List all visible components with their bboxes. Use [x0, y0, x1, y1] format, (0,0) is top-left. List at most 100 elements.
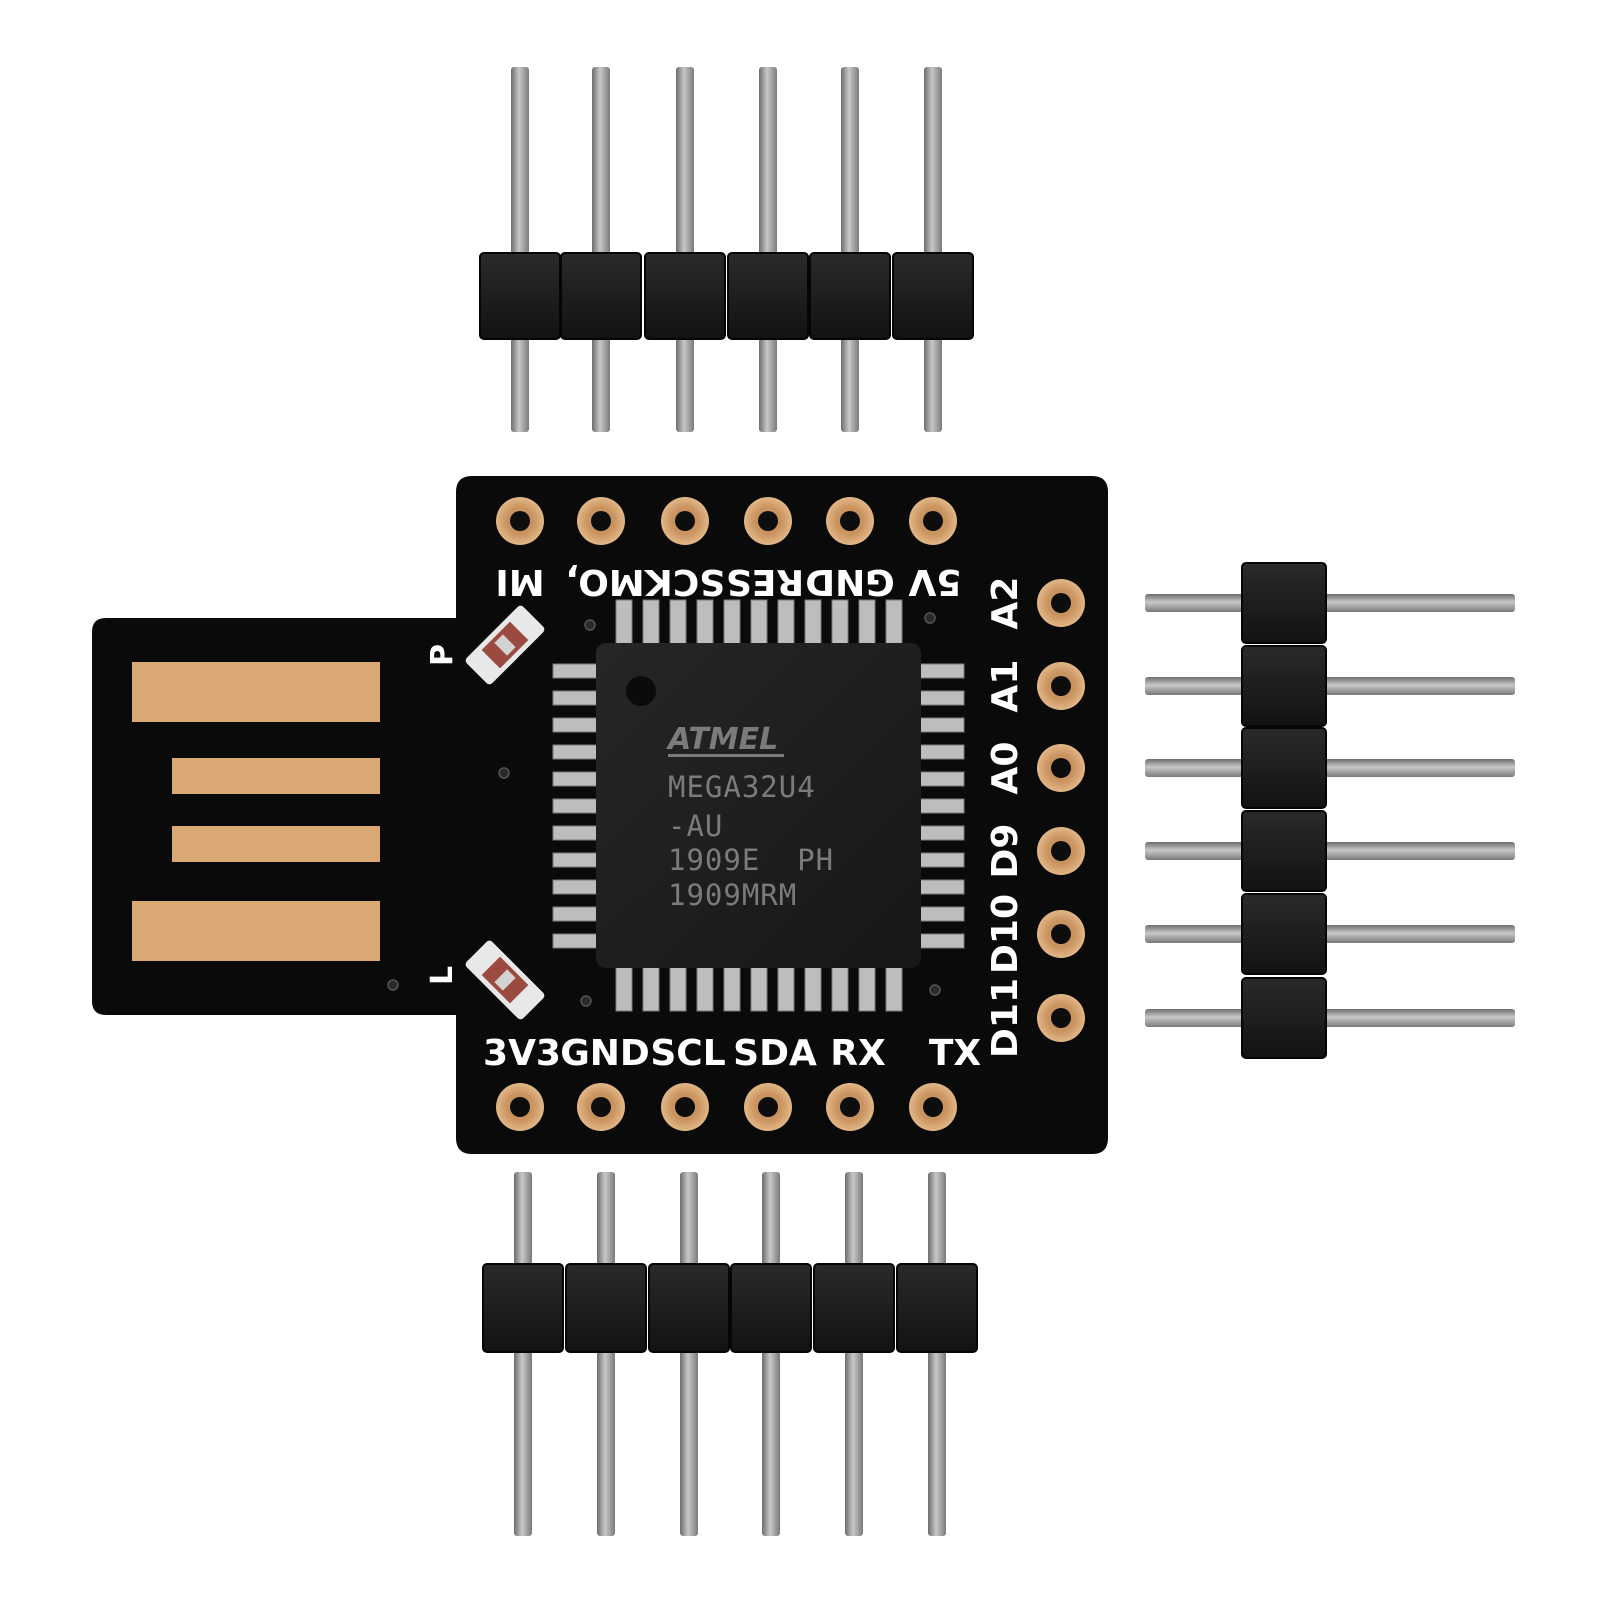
right-header-pin-6: [1145, 1009, 1515, 1027]
chip-pin-right-2: [917, 690, 965, 706]
right-header-pin-3: [1145, 759, 1515, 777]
chip-pin-left-7: [552, 825, 600, 841]
top-header-housing-3: [644, 252, 726, 340]
chip-pin-top-1: [615, 599, 633, 647]
bottom-header-housing-6: [896, 1263, 978, 1353]
bottom-header-housing-5: [813, 1263, 895, 1353]
pad-right-4-hole: [1051, 841, 1071, 861]
chip-pin-bottom-2: [642, 964, 660, 1012]
top-header-housing-2: [560, 252, 642, 340]
chip-pin-top-7: [777, 599, 795, 647]
right-header-housing-1: [1241, 562, 1327, 644]
chip-pin-right-6: [917, 798, 965, 814]
pin-header-bottom: [482, 1172, 978, 1536]
right-header-pin-4: [1145, 842, 1515, 860]
pad-top-6-hole: [923, 511, 943, 531]
led-power-label: P: [425, 644, 460, 666]
chip-pin-left-9: [552, 879, 600, 895]
pad-top-2-hole: [591, 511, 611, 531]
right-header-housing-3: [1241, 727, 1327, 809]
right-header-pin-1: [1145, 594, 1515, 612]
vias: [387, 612, 941, 1007]
chip-pin-left-2: [552, 690, 600, 706]
top-header-pin-4: [759, 67, 777, 432]
pad-right-5-hole: [1051, 924, 1071, 944]
led-power: [465, 605, 545, 685]
chip-pin-top-9: [831, 599, 849, 647]
right-header-housing-6: [1241, 977, 1327, 1059]
pad-top-4-hole: [758, 511, 778, 531]
chip-pin-left-3: [552, 717, 600, 733]
chip-pin-top-10: [858, 599, 876, 647]
bottom-header-housing-2: [565, 1263, 647, 1353]
chip-pin-top-6: [750, 599, 768, 647]
chip-brand: ATMEL: [666, 722, 778, 757]
chip-pin-top-5: [723, 599, 741, 647]
top-header-pin-6: [924, 67, 942, 432]
chip-pin-left-11: [552, 933, 600, 949]
pad-top-5-hole: [840, 511, 860, 531]
top-header-pin-3: [676, 67, 694, 432]
chip-line-4: 1909MRM: [668, 878, 797, 912]
pin-label-top-6: 5V: [908, 561, 961, 602]
right-header-housing-4: [1241, 810, 1327, 892]
top-header-housing-1: [479, 252, 561, 340]
bottom-header-housing-1: [482, 1263, 564, 1353]
chip-pin-top-8: [804, 599, 822, 647]
chip-pin-bottom-7: [777, 964, 795, 1012]
chip-pin-bottom-11: [885, 964, 903, 1012]
chip-pin-right-3: [917, 717, 965, 733]
solder-pads: [496, 497, 1085, 1131]
bottom-header-pin-4: [762, 1172, 780, 1536]
microcontroller-chip: ATMEL MEGA32U4 -AU 1909E PH 1909MRM: [596, 643, 921, 968]
chip-pin-left-8: [552, 852, 600, 868]
pad-bottom-6-hole: [923, 1097, 943, 1117]
pad-right-2-hole: [1051, 676, 1071, 696]
chip-pin-top-3: [669, 599, 687, 647]
pin-label-right-4: D9: [985, 824, 1026, 879]
pin-label-top-5: GND: [805, 561, 895, 602]
chip-pin-bottom-6: [750, 964, 768, 1012]
chip-pin-bottom-1: [615, 964, 633, 1012]
pad-bottom-4-hole: [758, 1097, 778, 1117]
pad-right-6-hole: [1051, 1008, 1071, 1028]
chip-pin1-dot: [626, 676, 656, 706]
chip-pin-bottom-4: [696, 964, 714, 1012]
pin-label-bottom-3: SCL: [650, 1033, 725, 1074]
usb-contact-4: [132, 901, 380, 961]
bottom-header-pin-3: [680, 1172, 698, 1536]
chip-pin-right-4: [917, 744, 965, 760]
pin-label-bottom-4: SDA: [733, 1033, 817, 1074]
pin-label-right-1: A2: [985, 577, 1026, 630]
chip-pin-bottom-8: [804, 964, 822, 1012]
atmel-logo: ATMEL: [666, 722, 784, 757]
bottom-header-pin-1: [514, 1172, 532, 1536]
pad-bottom-2-hole: [591, 1097, 611, 1117]
usb-contact-3: [172, 826, 380, 862]
pad-bottom-1-hole: [510, 1097, 530, 1117]
pin-label-bottom-5: RX: [830, 1033, 886, 1074]
chip-line-1: MEGA32U4: [668, 770, 816, 804]
pin-label-right-6: D11: [985, 978, 1026, 1058]
chip-pin-bottom-3: [669, 964, 687, 1012]
bottom-header-pin-2: [597, 1172, 615, 1536]
chip-pin-top-2: [642, 599, 660, 647]
chip-pin-right-11: [917, 933, 965, 949]
bottom-header-housing-4: [730, 1263, 812, 1353]
pin-label-top-1: MI: [495, 561, 544, 602]
chip-pin-bottom-9: [831, 964, 849, 1012]
chip-pin-left-4: [552, 744, 600, 760]
chip-pin-bottom-10: [858, 964, 876, 1012]
chip-pin-right-9: [917, 879, 965, 895]
bottom-header-pin-6: [928, 1172, 946, 1536]
pin-label-top-4: RES: [726, 561, 804, 602]
top-header-housing-6: [892, 252, 974, 340]
chip-line-3: 1909E PH: [668, 843, 834, 877]
bottom-header-pin-5: [845, 1172, 863, 1536]
usb-contact-1: [132, 662, 380, 722]
top-header-housing-4: [727, 252, 809, 340]
chip-pin-top-11: [885, 599, 903, 647]
chip-pin-right-8: [917, 852, 965, 868]
chip-pin-left-1: [552, 663, 600, 679]
